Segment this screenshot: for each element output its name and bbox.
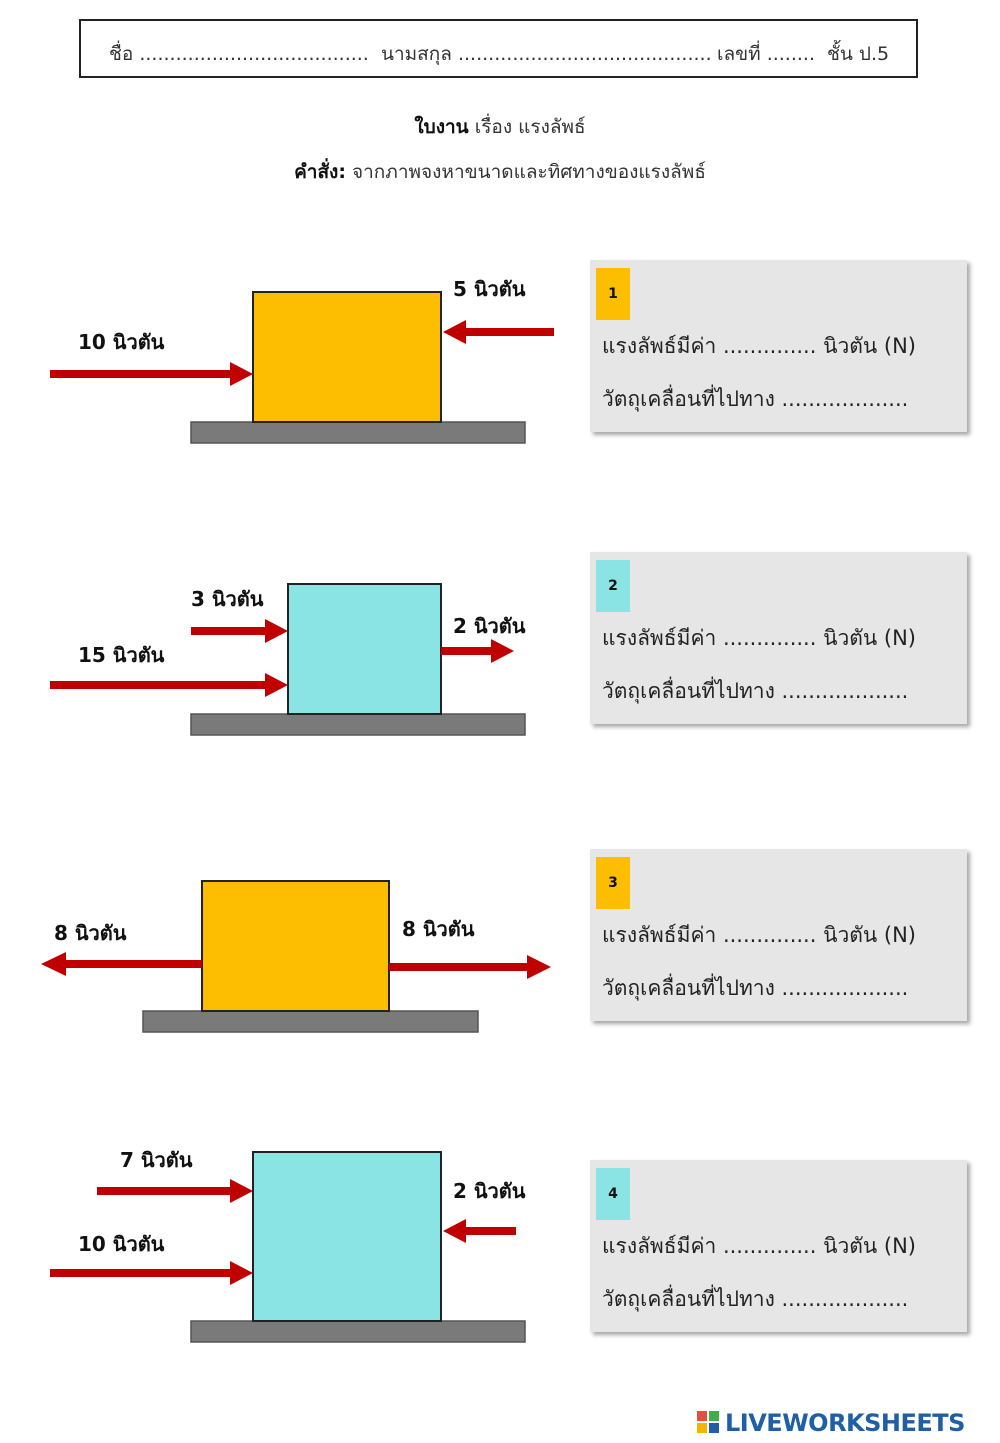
diagram-4: 7 นิวตัน 10 นิวตัน 2 นิวตัน [0, 1140, 580, 1350]
question-number-3: 3 [596, 857, 630, 909]
arrow-left-5n [443, 320, 554, 344]
name-field[interactable]: ชื่อ ...................................… [109, 43, 369, 65]
answer-card-3: 3 แรงลัพธ์มีค่า .............. นิวตัน (N… [590, 849, 967, 1021]
arrow-right-2n [441, 639, 514, 663]
instruction-bold: คำสั่ง: [294, 161, 346, 183]
direction-line-4[interactable]: วัตถุเคลื่อนที่ไปทาง ................... [602, 1287, 909, 1311]
answer-card-4: 4 แรงลัพธ์มีค่า .............. นิวตัน (N… [590, 1160, 967, 1332]
title-bold: ใบงาน [414, 116, 469, 138]
resultant-value-line-2[interactable]: แรงลัพธ์มีค่า .............. นิวตัน (N) [602, 626, 916, 650]
force-label-2a: 3 นิวตัน [191, 587, 264, 611]
question-number-2: 2 [596, 560, 630, 612]
worksheet-title: ใบงาน เรื่อง แรงลัพธ์ [0, 112, 1000, 142]
diagram-3: 8 นิวตัน 8 นิวตัน [0, 870, 580, 1050]
arrow-right-7n [97, 1179, 253, 1203]
force-label-4a: 7 นิวตัน [120, 1148, 193, 1172]
question-number-1: 1 [596, 268, 630, 320]
liveworksheets-logo-icon [697, 1411, 721, 1435]
student-info-box: ชื่อ ...................................… [79, 19, 918, 78]
ground-2 [190, 713, 526, 736]
arrow-right-3n [191, 619, 288, 643]
arrow-right-10n [50, 362, 253, 386]
arrow-right-10n-b [50, 1261, 253, 1285]
force-diagram-3 [41, 880, 551, 1033]
ground-1 [190, 421, 526, 444]
block-3 [201, 880, 390, 1012]
instruction: คำสั่ง: จากภาพจงหาขนาดและทิศทางของแรงลัพ… [0, 157, 1000, 187]
force-label-1a: 10 นิวตัน [78, 330, 165, 354]
logo-text: LIVEWORKSHEETS [725, 1409, 965, 1437]
resultant-value-line-3[interactable]: แรงลัพธ์มีค่า .............. นิวตัน (N) [602, 923, 916, 947]
force-label-3a: 8 นิวตัน [54, 921, 127, 945]
surname-field[interactable]: นามสกุล ................................… [381, 43, 712, 65]
answer-card-1: 1 แรงลัพธ์มีค่า .............. นิวตัน (N… [590, 260, 967, 432]
class-label: ชั้น ป.5 [827, 43, 890, 65]
force-label-2c: 2 นิวตัน [453, 614, 526, 638]
arrow-right-15n [50, 673, 288, 697]
arrow-right-8n [389, 955, 551, 979]
force-label-3b: 8 นิวตัน [402, 917, 475, 941]
number-field[interactable]: เลขที่ ........ [717, 43, 816, 65]
force-label-1b: 5 นิวตัน [453, 277, 526, 301]
diagram-2: 3 นิวตัน 15 นิวตัน 2 นิวตัน [0, 570, 580, 750]
force-label-4c: 2 นิวตัน [453, 1179, 526, 1203]
question-number-4: 4 [596, 1168, 630, 1220]
title-rest: เรื่อง แรงลัพธ์ [474, 116, 586, 138]
block-4 [252, 1151, 442, 1322]
direction-line-3[interactable]: วัตถุเคลื่อนที่ไปทาง ................... [602, 976, 909, 1000]
block-1 [252, 291, 442, 423]
block-2 [287, 583, 442, 715]
ground-3 [142, 1010, 479, 1033]
ground-4 [190, 1320, 526, 1343]
diagram-1: 10 นิวตัน 5 นิวตัน [0, 260, 580, 450]
resultant-value-line-1[interactable]: แรงลัพธ์มีค่า .............. นิวตัน (N) [602, 334, 916, 358]
answer-card-2: 2 แรงลัพธ์มีค่า .............. นิวตัน (N… [590, 552, 967, 724]
force-diagram-1 [50, 291, 554, 444]
force-label-4b: 10 นิวตัน [78, 1232, 165, 1256]
direction-line-2[interactable]: วัตถุเคลื่อนที่ไปทาง ................... [602, 679, 909, 703]
liveworksheets-logo: LIVEWORKSHEETS [697, 1408, 965, 1438]
arrow-left-8n [41, 952, 202, 976]
resultant-value-line-4[interactable]: แรงลัพธ์มีค่า .............. นิวตัน (N) [602, 1234, 916, 1258]
force-diagram-2 [50, 583, 526, 736]
arrow-left-2n [443, 1219, 516, 1243]
force-label-2b: 15 นิวตัน [78, 643, 165, 667]
direction-line-1[interactable]: วัตถุเคลื่อนที่ไปทาง ................... [602, 387, 909, 411]
force-diagram-4 [50, 1151, 526, 1343]
instruction-rest: จากภาพจงหาขนาดและทิศทางของแรงลัพธ์ [351, 161, 706, 183]
